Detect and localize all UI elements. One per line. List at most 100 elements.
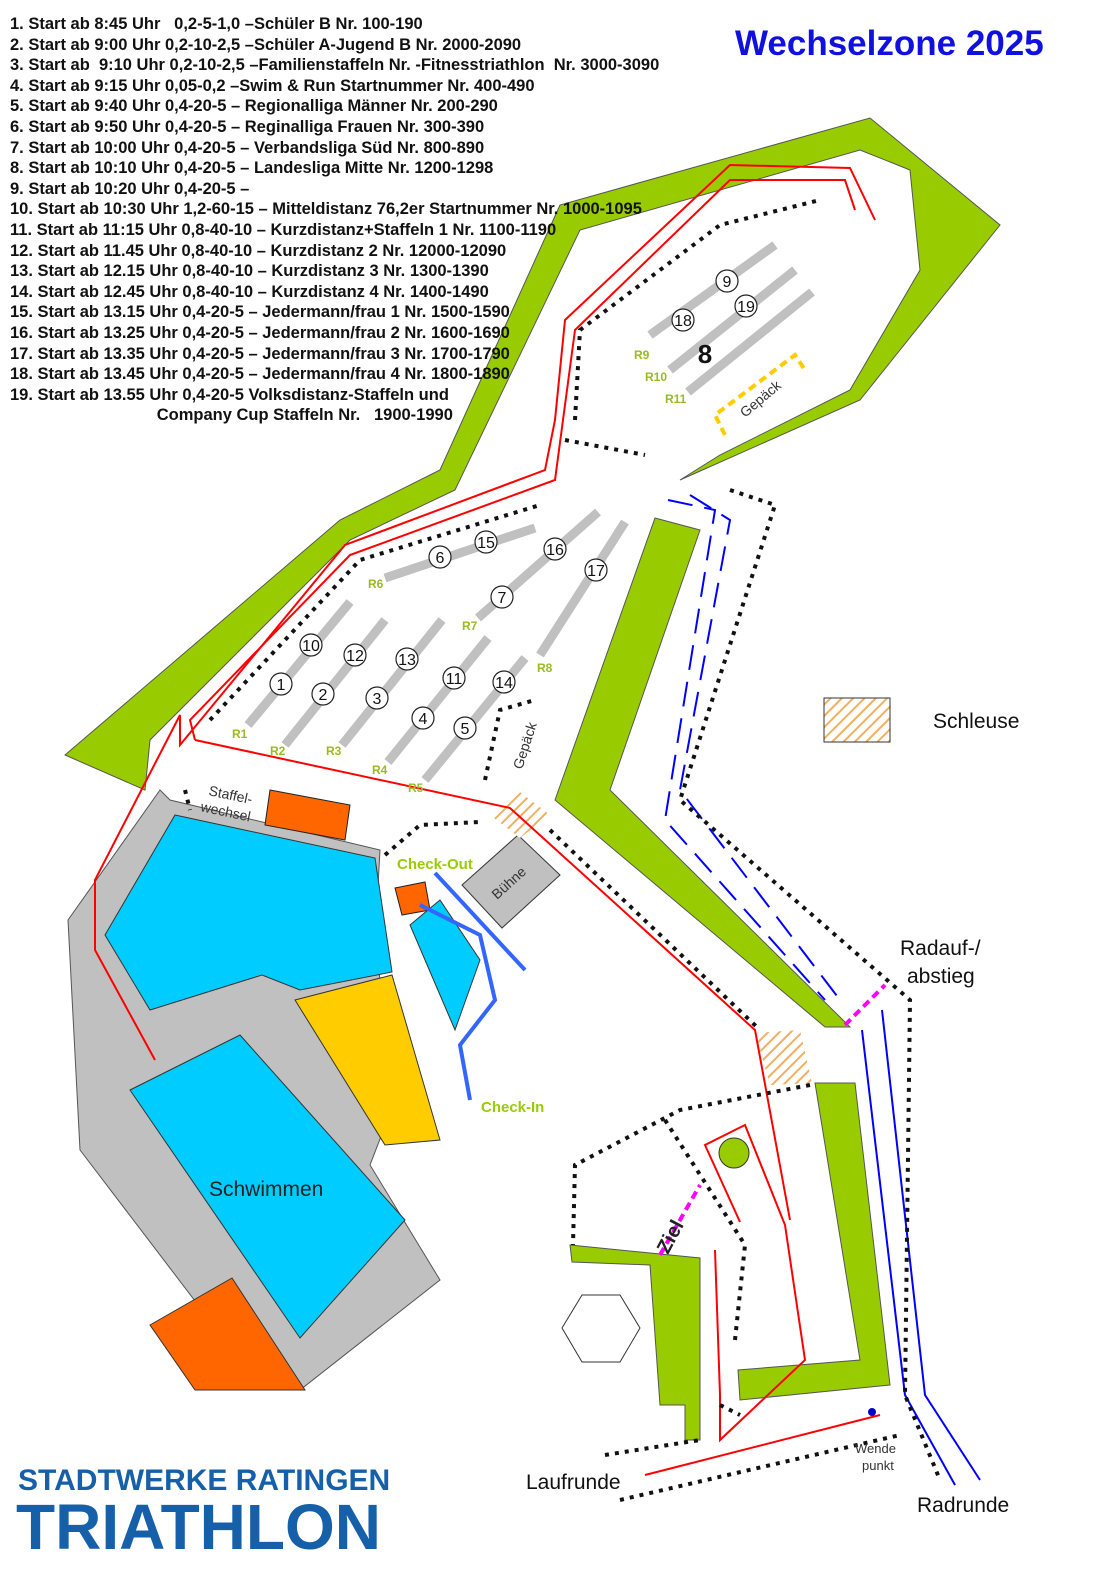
rack-3: 3 [373,691,382,708]
row-R11: R11 [665,392,687,406]
pool-yellow [294,974,441,1146]
schedule-item: 15. Start ab 13.15 Uhr 0,4-20-5 – Jederm… [10,303,510,322]
gepaeck-label-middle: Gepäck [510,719,540,771]
logo-stadtwerke: STADTWERKE RATINGEN [18,1464,391,1497]
schedule-item: 12. Start ab 11.45 Uhr 0,8-40-10 – Kurzd… [10,241,507,260]
row-R9: R9 [634,348,650,362]
hexagon [561,1294,641,1363]
blue-bike-path-2 [861,1029,956,1486]
red-path-run [703,1123,807,1443]
wendepunkt-label-2: punkt [862,1458,894,1473]
schedule-item: 18. Start ab 13.45 Uhr 0,4-20-5 – Jederm… [10,365,510,384]
green-border-top [64,117,1001,791]
rack-number-circles [269,269,758,740]
row-R5: R5 [408,781,424,795]
schedule-item: Company Cup Staffeln Nr. 1900-1990 [10,406,453,425]
schedule-item: 11. Start ab 11:15 Uhr 0,8-40-10 – Kurzd… [10,220,557,239]
laufrunde-label: Laufrunde [526,1471,621,1494]
row-R4: R4 [372,763,388,777]
schleuse-legend-label: Schleuse [933,710,1020,733]
green-circle [718,1137,750,1169]
ziel-line [658,1184,702,1256]
schedule-item: 13. Start ab 12.15 Uhr 0,8-40-10 – Kurzd… [10,262,489,281]
bike-rack [338,617,446,748]
row-labels: R1 R2 R3 R4 R5 R6 R7 R8 R9 R10 R11 [232,348,687,795]
schleuse-legend-swatch [823,697,891,743]
rack-14: 14 [495,675,513,692]
bike-rack [281,617,389,748]
logo-triathlon: TRIATHLON [16,1491,381,1563]
schedule-item: 6. Start ab 9:50 Uhr 0,4-20-5 – Reginall… [10,117,485,136]
blue-dashed-path-2 [663,499,826,1001]
schedule-item: 8. Start ab 10:10 Uhr 0,4-20-5 – Landesl… [10,159,494,178]
rack-19: 19 [737,299,755,316]
rack-9: 9 [723,274,732,291]
rack-6: 6 [436,550,445,567]
page-title: Wechselzone 2025 [735,24,1044,63]
row-R1: R1 [232,727,248,741]
radaufstieg-label-1: Radauf-/ [900,937,981,960]
rack-1: 1 [277,677,286,694]
row-R10: R10 [645,370,667,384]
schwimmen-label: Schwimmen [209,1178,323,1201]
pool-main [129,1034,406,1339]
schedule-item: 9. Start ab 10:20 Uhr 0,4-20-5 – [10,179,250,198]
row-R8: R8 [537,661,553,675]
schedule-item: 5. Start ab 9:40 Uhr 0,4-20-5 – Regional… [10,97,498,116]
schedule-item: 7. Start ab 10:00 Uhr 0,4-20-5 – Verband… [10,138,485,157]
wendepunkt-label-1: Wende [855,1441,896,1456]
radrunde-label: Radrunde [917,1494,1010,1517]
barriers [183,198,942,1502]
start-schedule-list: 1. Start ab 8:45 Uhr 0,2-5-1,0 –Schüler … [10,14,659,426]
bike-rack [647,241,778,339]
rack-12: 12 [346,648,364,665]
orange-building-bottom [149,1277,306,1391]
rack-18: 18 [674,313,692,330]
green-strip-lower [569,1244,701,1441]
rack-5: 5 [461,721,470,738]
bike-rack [536,519,629,658]
rack-numbers: 1 2 3 4 5 6 7 8 9 10 11 12 13 14 15 16 1… [277,274,755,738]
ziel-label: Ziel [653,1217,689,1258]
schedule-item: 4. Start ab 9:15 Uhr 0,05-0,2 –Swim & Ru… [10,76,535,95]
green-strip-middle [554,517,852,1028]
rack-4: 4 [419,711,428,728]
rack-11: 11 [446,671,463,688]
schedule-item: 3. Start ab 9:10 Uhr 0,2-10-2,5 –Familie… [10,56,660,75]
gepaeck-zone-top [712,352,807,436]
checkin-checkout-path [419,903,498,1101]
schedule-item: 10. Start ab 10:30 Uhr 1,2-60-15 – Mitte… [10,200,642,219]
stage [461,834,561,929]
blue-bike-path [881,1009,981,1481]
radaufstieg-line [843,983,887,1027]
schedule-item: 16. Start ab 13.25 Uhr 0,4-20-5 – Jederm… [10,323,510,342]
bike-rack [667,266,798,374]
checkin-label: Check-In [481,1099,544,1116]
rack-2: 2 [319,687,328,704]
bike-rack [383,523,537,583]
schedule-item: 17. Start ab 13.35 Uhr 0,4-20-5 – Jederm… [10,344,510,363]
schedule-item: 2. Start ab 9:00 Uhr 0,2-10-2,5 –Schüler… [10,35,522,54]
row-R7: R7 [462,619,478,633]
blue-dashed-path [678,494,841,1001]
red-path-laufrunde [644,1414,881,1476]
orange-box-staffel [264,789,351,841]
rack-17: 17 [587,563,605,580]
schedule-item: 1. Start ab 8:45 Uhr 0,2-5-1,0 –Schüler … [10,15,423,33]
bike-rack [384,635,492,765]
red-path-exit [194,739,791,1221]
radaufstieg-label-2: abstieg [907,965,975,988]
row-R6: R6 [368,577,384,591]
bike-rack [685,288,815,396]
schleuse-1 [490,792,550,838]
rack-13: 13 [398,652,416,669]
rack-15: 15 [477,535,495,552]
checkout-arrow [433,871,527,972]
schedule-item: 19. Start ab 13.55 Uhr 0,4-20-5 Volksdis… [10,385,449,404]
schleuse-2 [755,1030,812,1085]
rack-10: 10 [302,638,320,655]
bike-rack [244,599,354,728]
red-path [94,163,876,1061]
rack-16: 16 [546,542,564,559]
